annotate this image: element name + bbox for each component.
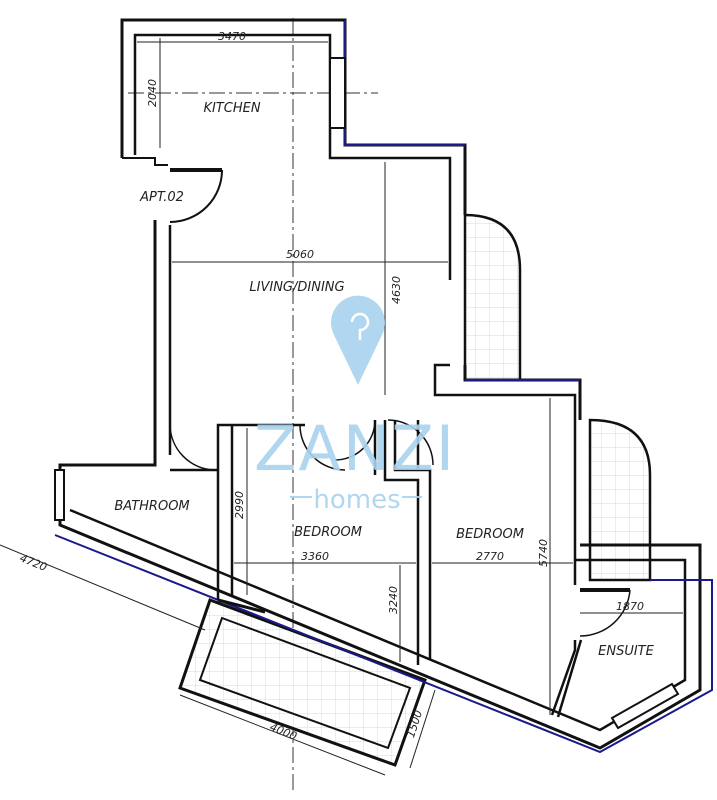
bedroom-partition — [373, 420, 432, 665]
balcony-right-upper — [463, 213, 522, 382]
dim-bedroom1-width: 3360 — [301, 550, 329, 563]
room-label-ensuite: ENSUITE — [598, 644, 654, 659]
watermark-brand: ZANZI — [254, 412, 456, 485]
room-label-bedroom-2: BEDROOM — [456, 527, 524, 542]
watermark: ZANZI homes — [254, 295, 456, 515]
dim-kitchen-depth: 2040 — [146, 79, 159, 107]
bedroom1-walls — [170, 423, 305, 600]
dim-bedroom2-depth: 5740 — [537, 539, 550, 567]
room-label-kitchen: KITCHEN — [203, 101, 260, 116]
room-label-bedroom-1: BEDROOM — [294, 525, 362, 540]
dim-ensuite-width: 1870 — [616, 600, 644, 613]
dim-bedroom1-depth: 2990 — [233, 491, 246, 519]
dim-bathroom-wall: 4720 — [18, 551, 49, 574]
apartment-label: APT.02 — [139, 190, 184, 205]
room-label-living-dining: LIVING/DINING — [249, 280, 344, 295]
dim-bedroom2-width: 2770 — [476, 550, 504, 563]
location-pin-icon — [331, 295, 385, 385]
dimension-lines — [0, 38, 683, 776]
dim-bedroom1-lower: 3240 — [387, 586, 400, 614]
dim-living-depth: 4630 — [390, 276, 403, 304]
room-label-bathroom: BATHROOM — [114, 499, 189, 514]
watermark-sub: homes — [313, 485, 400, 515]
dim-kitchen-width: 3470 — [218, 30, 246, 43]
dim-living-width: 5060 — [286, 248, 314, 261]
balcony-right-lower — [588, 418, 652, 582]
inner-wall — [69, 33, 687, 732]
